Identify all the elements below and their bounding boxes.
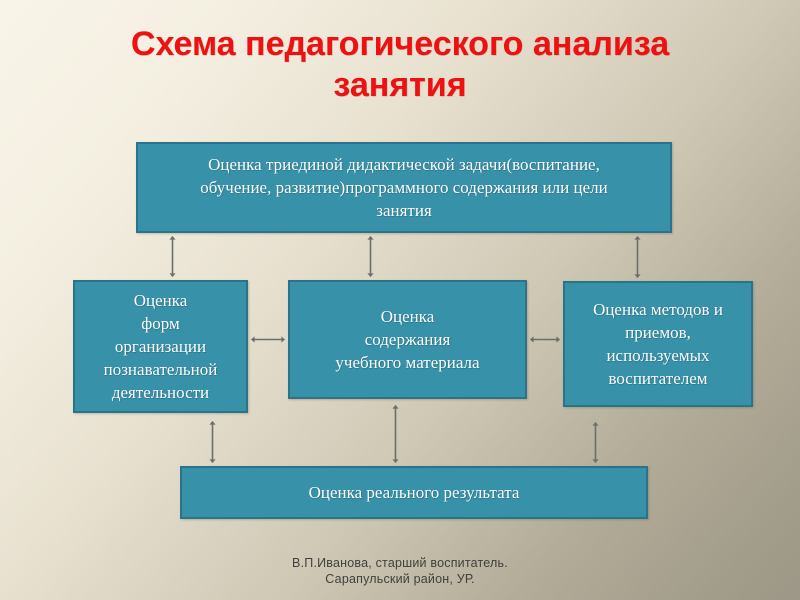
node-left-line-2: форм — [141, 314, 180, 333]
node-left-line-3: организации — [114, 337, 207, 356]
footer-line-2: Сарапульский район, УР. — [325, 572, 475, 586]
diagram-node-left: Оценка форм организации познавательной д… — [73, 280, 248, 413]
connector-arrow-left-to-center — [250, 333, 286, 346]
node-right-line-2: приемов, — [625, 323, 691, 342]
diagram-node-center: Оценка содержания учебного материала — [288, 280, 527, 399]
connector-arrow-left-to-bottom — [206, 420, 219, 464]
node-center-line-3: учебного материала — [335, 353, 480, 372]
node-center-line-1: Оценка — [380, 307, 435, 326]
footer-attribution: В.П.Иванова, старший воспитатель. Сарапу… — [0, 555, 800, 587]
connector-arrow-top-to-left — [166, 235, 179, 278]
node-right-line-1: Оценка методов и — [593, 300, 723, 319]
page-title: Схема педагогического анализа занятия — [52, 24, 748, 106]
node-right-line-3: используемых — [606, 346, 710, 365]
connector-arrow-top-to-center — [364, 235, 377, 278]
node-top-line-2: обучение, развитие)программного содержан… — [200, 178, 608, 197]
footer-line-1: В.П.Иванова, старший воспитатель. — [292, 556, 508, 570]
page-title-line-1: Схема педагогического анализа — [130, 25, 670, 63]
page-title-line-2: занятия — [333, 66, 467, 104]
connector-arrow-center-to-right — [529, 333, 561, 346]
connector-arrow-right-to-bottom — [589, 421, 602, 464]
node-top-line-3: занятия — [376, 201, 432, 220]
node-right-line-4: воспитателем — [608, 369, 708, 388]
node-left-line-1: Оценка — [133, 291, 188, 310]
connector-arrow-top-to-right — [631, 235, 644, 279]
node-center-line-2: содержания — [364, 330, 451, 349]
diagram-node-right: Оценка методов и приемов, используемых в… — [563, 281, 753, 407]
node-left-line-4: познавательной — [103, 360, 218, 379]
connector-arrow-center-to-bottom — [389, 404, 402, 464]
node-top-line-1: Оценка триединой дидактической задачи(во… — [208, 155, 600, 174]
node-bottom-line-1: Оценка реального результата — [308, 483, 520, 502]
diagram-node-top: Оценка триединой дидактической задачи(во… — [136, 142, 672, 233]
node-left-line-5: деятельности — [111, 383, 210, 402]
diagram-node-bottom: Оценка реального результата — [180, 466, 648, 519]
